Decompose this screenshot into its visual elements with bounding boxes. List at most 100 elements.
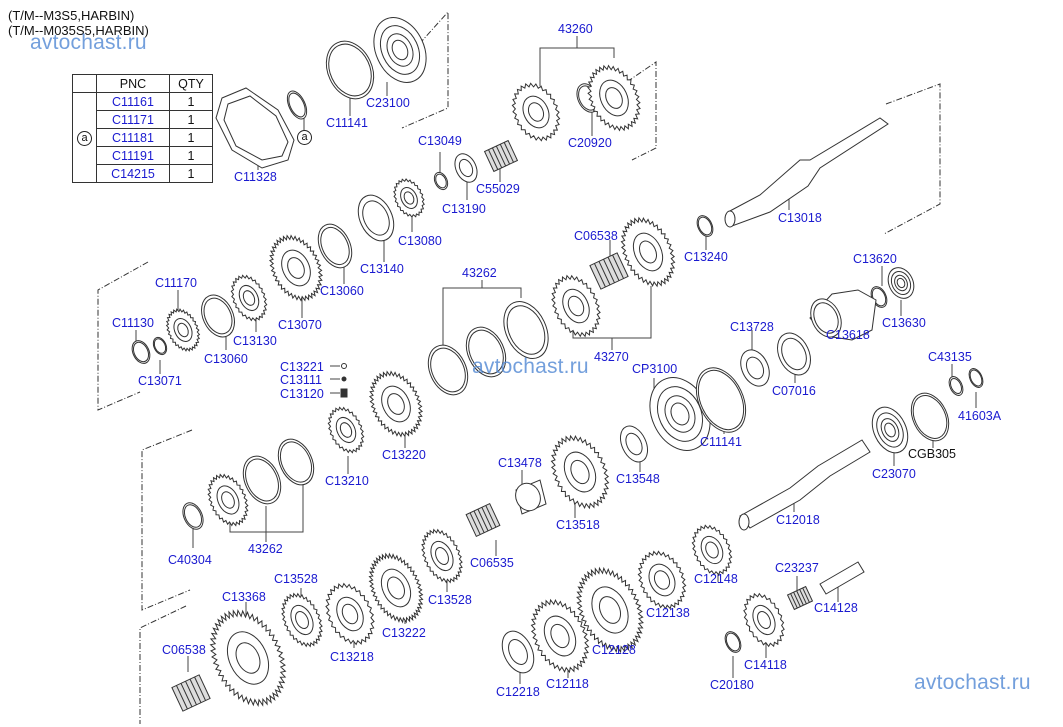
part-label-c14118[interactable]: C14118 — [744, 658, 787, 672]
circlip-c13049-icon-bore — [435, 173, 447, 189]
part-label-c12118[interactable]: C12118 — [546, 677, 589, 691]
part-label-c13060-b[interactable]: C13060 — [204, 352, 248, 366]
part-label-c11141-mid[interactable]: C11141 — [700, 435, 742, 449]
part-label-c13368[interactable]: C13368 — [222, 590, 266, 604]
part-label-c13060-a[interactable]: C13060 — [320, 284, 364, 298]
table-header-key — [72, 74, 97, 93]
part-label-c13548[interactable]: C13548 — [616, 472, 660, 486]
part-label-c06538-top[interactable]: C06538 — [574, 229, 618, 243]
cone-43262e-icon-bore — [245, 458, 279, 502]
part-label-c40304[interactable]: C40304 — [168, 553, 212, 567]
pnc-link[interactable]: C11181 — [96, 128, 170, 147]
part-label-c13528-b[interactable]: C13528 — [428, 593, 472, 607]
part-label-c11130[interactable]: C11130 — [112, 316, 154, 330]
part-label-c13071[interactable]: C13071 — [138, 374, 182, 388]
part-label-c13220[interactable]: C13220 — [382, 448, 426, 462]
part-label-c13478[interactable]: C13478 — [498, 456, 542, 470]
part-label-c12218[interactable]: C12218 — [496, 685, 540, 699]
part-label-c13018[interactable]: C13018 — [778, 211, 822, 225]
part-label-c13222[interactable]: C13222 — [382, 626, 426, 640]
seal-c13630-icon-inner-bore — [896, 277, 906, 289]
synchro-ring-43260-icon-bore — [605, 87, 623, 109]
table-header-qty: QTY — [169, 74, 213, 93]
part-label-c12128[interactable]: C12128 — [592, 643, 636, 657]
gear-43270-icon-bore — [639, 240, 657, 264]
part-label-c13240[interactable]: C13240 — [684, 250, 728, 264]
part-label-c13049[interactable]: C13049 — [418, 134, 462, 148]
part-label-c20920[interactable]: C20920 — [568, 136, 612, 150]
part-label-c07016[interactable]: C07016 — [772, 384, 816, 398]
part-label-c13221[interactable]: C13221 — [280, 360, 324, 374]
part-label-c13111[interactable]: C13111 — [280, 373, 322, 387]
part-label-43262-bot[interactable]: 43262 — [248, 542, 283, 556]
part-label-c55029[interactable]: C55029 — [476, 182, 520, 196]
part-label-43270[interactable]: 43270 — [594, 350, 629, 364]
ref-marker-a: a — [297, 130, 312, 145]
part-label-cp3100[interactable]: CP3100 — [632, 362, 678, 376]
part-label-c13528-a[interactable]: C13528 — [274, 572, 318, 586]
snap-ring-c11141b-icon-bore — [697, 369, 745, 431]
needle-bearing-c06538-icon-roller — [593, 263, 606, 288]
shaft-c14128-icon — [819, 561, 865, 595]
qty-cell: 1 — [169, 110, 213, 129]
part-label-c13518[interactable]: C13518 — [556, 518, 600, 532]
part-label-c13618[interactable]: C13618 — [826, 328, 870, 342]
watermark: avtochast.ru — [30, 31, 147, 54]
part-label-c11141-top[interactable]: C11141 — [326, 116, 368, 130]
pnc-link[interactable]: C11161 — [96, 92, 170, 111]
part-label-c12138[interactable]: C12138 — [646, 606, 690, 620]
part-label-c11170[interactable]: C11170 — [155, 276, 197, 290]
gear-c12118-icon-bore — [550, 623, 570, 649]
part-label-c13140[interactable]: C13140 — [360, 262, 404, 276]
circlip-c11130-icon-bore — [132, 341, 150, 363]
group-key-marker: a — [77, 130, 92, 146]
hub-c13218-icon-bore — [341, 603, 359, 625]
part-label-c13728[interactable]: C13728 — [730, 320, 774, 334]
part-label-c13070[interactable]: C13070 — [278, 318, 322, 332]
housing-c13618-bore-bore — [813, 302, 839, 334]
part-label-cgb305[interactable]: CGB305 — [908, 447, 956, 461]
part-label-c13630[interactable]: C13630 — [882, 316, 926, 330]
needle-bearing-c55029-icon-roller — [503, 142, 514, 163]
gear-c12128-icon-bore — [598, 596, 622, 624]
part-label-c13218[interactable]: C13218 — [330, 650, 374, 664]
part-label-c23237[interactable]: C23237 — [775, 561, 819, 575]
part-label-c23070[interactable]: C23070 — [872, 467, 916, 481]
pnc-link[interactable]: C14215 — [96, 164, 170, 183]
synchro-43270-icon-bore — [567, 295, 585, 317]
part-label-c12018[interactable]: C12018 — [776, 513, 820, 527]
sleeve-c13070-icon-bore — [287, 257, 305, 279]
part-label-c13080[interactable]: C13080 — [398, 234, 442, 248]
part-label-c23100[interactable]: C23100 — [366, 96, 410, 110]
watermark: avtochast.ru — [472, 355, 589, 378]
needle-bearing-c06538b-icon-roller — [180, 683, 193, 708]
circlip-c20180-icon-bore — [725, 632, 741, 652]
part-label-c13190[interactable]: C13190 — [442, 202, 486, 216]
part-label-c06535[interactable]: C06535 — [470, 556, 514, 570]
pnc-link[interactable]: C11171 — [96, 110, 170, 129]
needle-bearing-c06538-icon-roller — [603, 259, 615, 283]
needle-bearing-c06535-icon-roller — [485, 505, 497, 528]
part-label-43260[interactable]: 43260 — [558, 22, 593, 36]
part-label-c13130[interactable]: C13130 — [233, 334, 277, 348]
part-label-c13120[interactable]: C13120 — [280, 387, 324, 401]
input-shaft-end — [724, 210, 736, 228]
part-label-c13620[interactable]: C13620 — [853, 252, 897, 266]
ball-c13221-icon — [341, 363, 347, 369]
part-label-c11328[interactable]: C11328 — [234, 170, 277, 184]
synchro-c11170-icon-bore — [177, 322, 189, 338]
needle-bearing-c23237-icon-roller — [796, 590, 804, 606]
gasket-c11328-inner — [223, 95, 289, 161]
part-label-c43135[interactable]: C43135 — [928, 350, 972, 364]
pnc-link[interactable]: C11191 — [96, 146, 170, 165]
needle-bearing-c06538-icon-roller — [607, 256, 620, 281]
part-label-41603a[interactable]: 41603A — [958, 409, 1002, 423]
part-label-c06538-bot[interactable]: C06538 — [162, 643, 206, 657]
part-label-43262-top[interactable]: 43262 — [462, 266, 497, 280]
part-label-c13210[interactable]: C13210 — [325, 474, 369, 488]
part-label-c20180[interactable]: C20180 — [710, 678, 754, 692]
part-label-c14128[interactable]: C14128 — [814, 601, 858, 615]
part-label-c12148[interactable]: C12148 — [694, 572, 738, 586]
